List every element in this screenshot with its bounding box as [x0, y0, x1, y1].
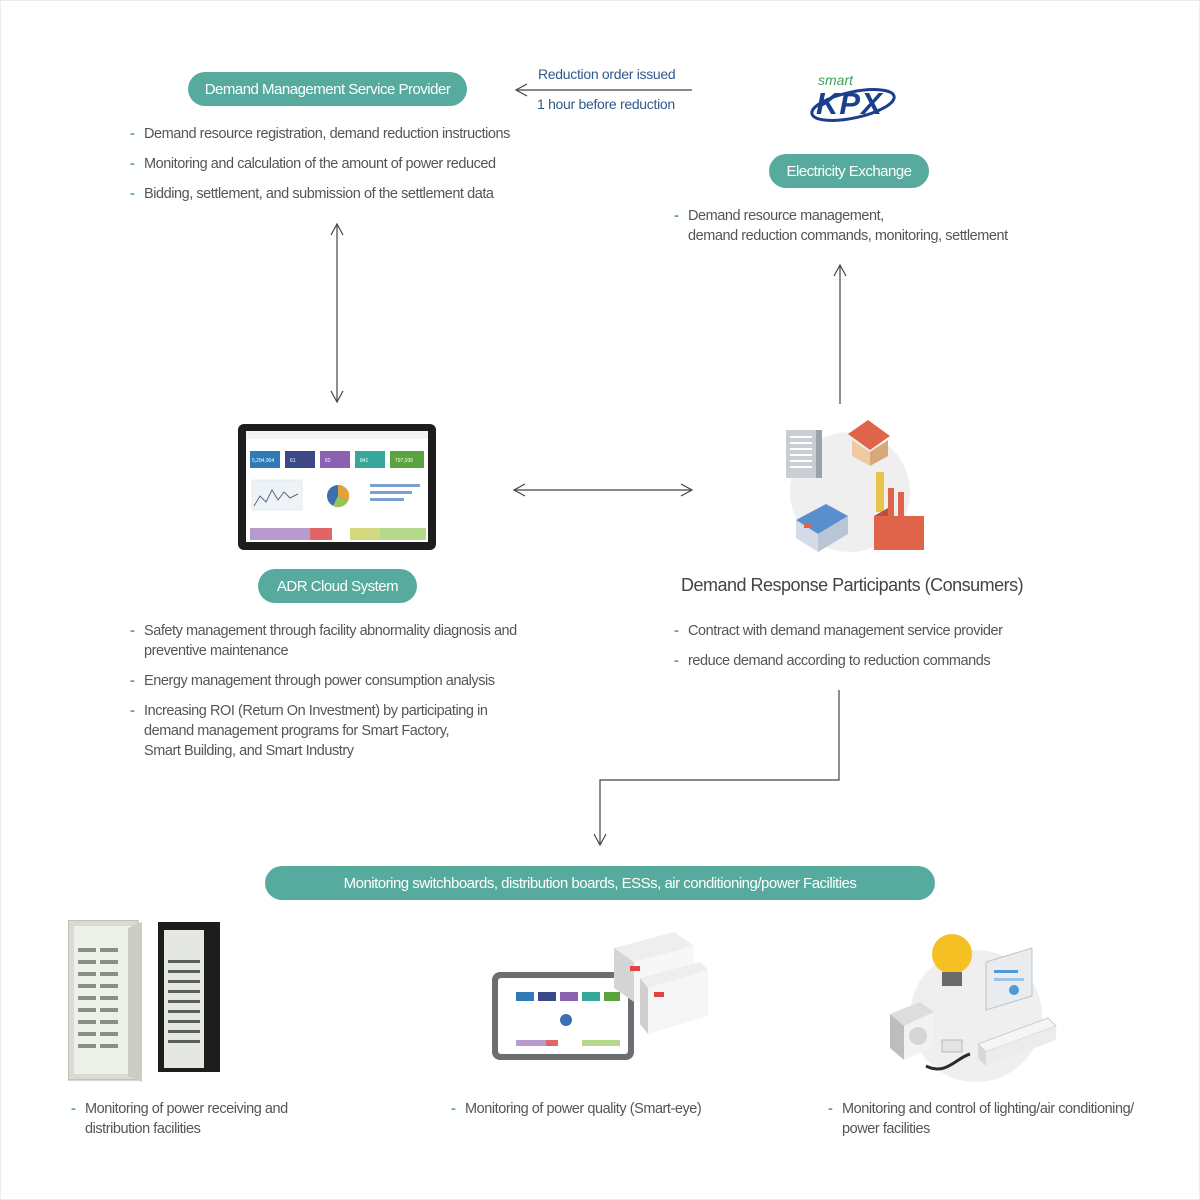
list-item: -Safety management through facility abno…: [130, 623, 517, 639]
adr-screen-value: 841: [360, 458, 369, 464]
list-item: -Demand resource registration, demand re…: [130, 126, 510, 142]
kpx-list: -Demand resource management, demand redu…: [674, 206, 1074, 256]
list-item: -Contract with demand management service…: [674, 623, 1003, 639]
list-item: -Monitoring of power quality (Smart-eye): [451, 1101, 702, 1117]
kpx-title: Electricity Exchange: [786, 162, 912, 180]
list-item-continuation: Smart Building, and Smart Industry: [144, 743, 354, 759]
kpx-logo-graphic: [810, 88, 896, 122]
list-item-continuation: preventive maintenance: [144, 643, 289, 659]
list-item: -Monitoring and calculation of the amoun…: [130, 156, 496, 172]
drp-monitoring-arrow: [593, 690, 840, 847]
switchboard-list: -Monitoring of power receiving and distr…: [71, 1099, 391, 1149]
adr-screen-value: 5,284,904: [252, 458, 275, 464]
reduction-timing-label: 1 hour before reduction: [537, 96, 675, 112]
list-item: -Bidding, settlement, and submission of …: [130, 186, 494, 202]
participants-title: Demand Response Participants (Consumers): [681, 575, 1024, 595]
adr-screen-value: 797,036: [395, 458, 414, 464]
list-item: -Energy management through power consump…: [130, 673, 495, 689]
kpx-title-pill: Electricity Exchange: [769, 154, 929, 188]
monitoring-title-pill: Monitoring switchboards, distribution bo…: [265, 866, 935, 900]
list-item-continuation: power facilities: [842, 1121, 930, 1137]
smart-eye-image: [492, 932, 710, 1064]
kpx-logo: smart KPX: [806, 72, 906, 130]
monitoring-title: Monitoring switchboards, distribution bo…: [343, 874, 857, 892]
switchboard-image: [67, 919, 223, 1086]
adr-screen-value: 62: [325, 458, 331, 464]
list-item: -reduce demand according to reduction co…: [674, 653, 991, 669]
dmsp-list: -Demand resource registration, demand re…: [130, 124, 550, 214]
smart-eye-list: -Monitoring of power quality (Smart-eye): [451, 1099, 771, 1129]
adr-monitor-image: 5,284,904 61 62 841 797,036: [238, 424, 436, 550]
list-item-continuation: demand reduction commands, monitoring, s…: [688, 228, 1008, 244]
list-item-continuation: demand management programs for Smart Fac…: [144, 723, 450, 739]
adr-screen-value: 61: [290, 458, 296, 464]
facilities-list: -Monitoring and control of lighting/air …: [828, 1099, 1188, 1149]
adr-title-pill: ADR Cloud System: [258, 569, 417, 603]
dmsp-title: Demand Management Service Provider: [204, 80, 451, 98]
adr-list: -Safety management through facility abno…: [130, 621, 550, 771]
dmsp-title-pill: Demand Management Service Provider: [188, 72, 467, 106]
participants-list: -Contract with demand management service…: [674, 621, 1094, 681]
reduction-order-label: Reduction order issued: [538, 66, 676, 82]
list-item: -Monitoring of power receiving and: [71, 1101, 288, 1117]
facilities-image: [886, 926, 1060, 1086]
kpx-logo-small: smart: [818, 72, 853, 88]
list-item-continuation: distribution facilities: [85, 1121, 201, 1137]
list-item: -Increasing ROI (Return On Investment) b…: [130, 703, 488, 719]
adr-title: ADR Cloud System: [276, 577, 399, 595]
participants-illustration: [778, 412, 928, 558]
kpx-logo-big: KPX: [816, 86, 883, 121]
list-item: -Monitoring and control of lighting/air …: [828, 1101, 1134, 1117]
list-item: -Demand resource management,: [674, 208, 884, 224]
